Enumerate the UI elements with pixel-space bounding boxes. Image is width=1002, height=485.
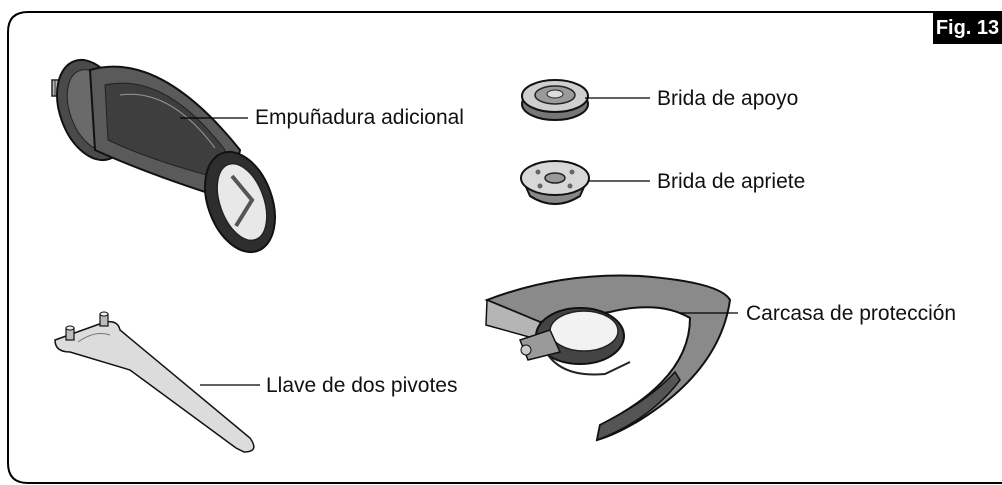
auxiliary-handle-illustration xyxy=(51,58,276,254)
clamp-flange-illustration xyxy=(520,160,590,205)
label-support-flange: Brida de apoyo xyxy=(657,87,799,110)
label-clamp-flange: Brida de apriete xyxy=(657,170,806,193)
pin-spanner-illustration xyxy=(54,311,255,453)
figure-number-badge: Fig. 13 xyxy=(933,12,1002,44)
protection-guard-illustration xyxy=(484,274,732,442)
label-protection-guard: Carcasa de protección xyxy=(746,302,957,325)
label-auxiliary-handle: Empuñadura adicional xyxy=(255,106,464,129)
figure-border xyxy=(7,11,1002,484)
support-flange-illustration xyxy=(521,79,589,121)
label-pin-spanner: Llave de dos pivotes xyxy=(266,374,458,397)
